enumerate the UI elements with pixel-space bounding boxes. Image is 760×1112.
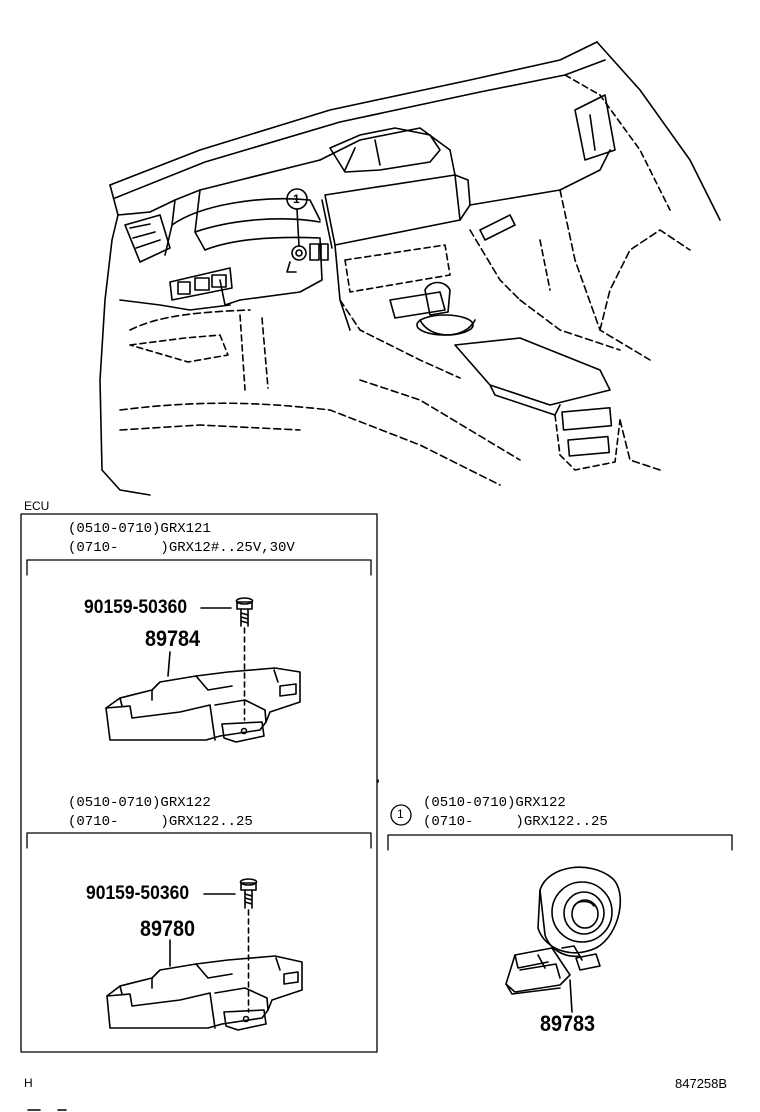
section-label: ECU [24,499,50,513]
ecu-bottom-part-number: 89780 [140,916,196,941]
footer-code: H [24,1076,33,1090]
ecu-bottom-condition-1: (0510-0710)GRX122 [68,795,211,811]
ecu-bottom-condition-2: (0710- )GRX122..25 [68,814,253,830]
overview-callout-number: 1 [293,192,300,206]
switch-panel-frame [387,804,733,851]
ecu-top-condition-2: (0710- )GRX12#..25V,30V [68,540,295,556]
ecu-top-bolt-part-number: 90159-50360 [84,597,188,618]
switch-89783-drawing [505,866,621,1013]
switch-condition-2: (0710- )GRX122..25 [423,814,608,830]
ecu-bottom-bolt-part-number: 90159-50360 [86,883,190,904]
figure-id: 847258B [675,1076,728,1091]
switch-part-number: 89783 [540,1011,596,1036]
dashboard-illustration [99,41,721,496]
switch-callout-number: 1 [397,807,404,821]
ecu-top-part-number: 89784 [145,626,201,651]
ecu-89784-drawing [105,597,301,743]
ecu-panel-frame [20,513,378,1053]
ecu-89780-drawing [106,878,303,1031]
ecu-top-condition-1: (0510-0710)GRX121 [68,521,211,537]
switch-condition-1: (0510-0710)GRX122 [423,795,566,811]
